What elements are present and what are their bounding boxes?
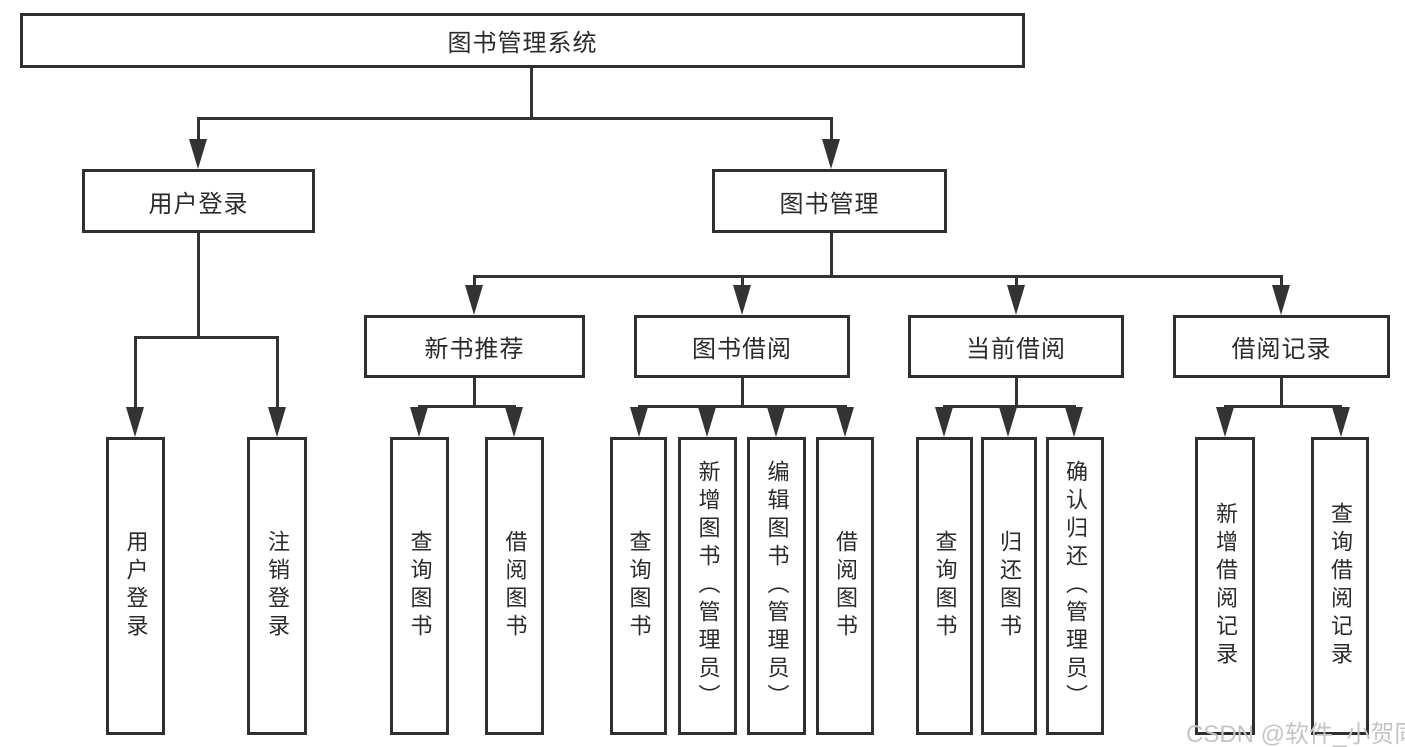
connector-level2-bar — [197, 117, 832, 120]
connector-level3-bar — [473, 275, 1283, 278]
connector-book-mgmt-down — [830, 233, 833, 277]
leaf-return-books: 归还图书 — [981, 437, 1037, 735]
leaf-query-books-current: 查询图书 — [916, 437, 973, 735]
arrow-down-icon — [505, 407, 523, 437]
leaf-add-book-admin: 新增图书（管理员） — [678, 437, 737, 735]
connector-login-bar — [135, 336, 279, 339]
arrow-down-icon — [822, 139, 840, 169]
connector-current-stem — [1015, 275, 1018, 289]
connector-login-down — [197, 233, 200, 338]
node-user-login: 用户登录 — [82, 169, 315, 233]
connector-root-stem — [530, 68, 533, 119]
leaf-query-borrow-record: 查询借阅记录 — [1311, 437, 1369, 735]
node-root: 图书管理系统 — [20, 13, 1025, 68]
node-new-book-recommend: 新书推荐 — [364, 315, 585, 378]
connector-recommend-bar — [418, 405, 516, 408]
arrow-down-icon — [1272, 285, 1290, 315]
connector-records-stem — [1280, 275, 1283, 289]
leaf-user-login: 用户登录 — [106, 437, 165, 735]
arrow-down-icon — [733, 285, 751, 315]
leaf-add-borrow-record: 新增借阅记录 — [1195, 437, 1255, 735]
arrow-down-icon — [698, 407, 716, 437]
connector-recommend-stem — [473, 275, 476, 289]
connector-leaf-stem — [276, 336, 279, 410]
arrow-down-icon — [410, 407, 428, 437]
connector-current-bar — [943, 405, 1076, 408]
arrow-down-icon — [268, 407, 286, 437]
leaf-borrow-books-recommend: 借阅图书 — [485, 437, 544, 735]
connector-leaf-stem — [134, 336, 137, 410]
arrow-down-icon — [465, 285, 483, 315]
node-book-borrow: 图书借阅 — [634, 315, 850, 378]
arrow-down-icon — [836, 407, 854, 437]
arrow-down-icon — [1065, 407, 1083, 437]
arrow-down-icon — [189, 139, 207, 169]
connector-borrow-down — [741, 378, 744, 407]
node-book-management: 图书管理 — [712, 169, 947, 233]
leaf-logout: 注销登录 — [247, 437, 307, 735]
connector-user-login-stem — [197, 117, 200, 142]
arrow-down-icon — [630, 407, 648, 437]
arrow-down-icon — [767, 407, 785, 437]
arrow-down-icon — [1007, 285, 1025, 315]
connector-book-mgmt-stem — [830, 117, 833, 142]
connector-records-bar — [1224, 405, 1342, 408]
arrow-down-icon — [999, 407, 1017, 437]
node-borrow-records: 借阅记录 — [1173, 315, 1390, 378]
node-current-borrow: 当前借阅 — [908, 315, 1124, 378]
watermark-text: CSDN @软件_小贺同学 — [1186, 721, 1405, 747]
connector-borrow-bar — [638, 405, 847, 408]
connector-borrow-stem — [741, 275, 744, 289]
connector-records-down — [1280, 378, 1283, 407]
connector-current-down — [1015, 378, 1018, 407]
arrow-down-icon — [126, 407, 144, 437]
leaf-edit-book-admin: 编辑图书（管理员） — [747, 437, 806, 735]
leaf-confirm-return-admin: 确认归还（管理员） — [1046, 437, 1104, 735]
arrow-down-icon — [935, 407, 953, 437]
leaf-borrow-books: 借阅图书 — [816, 437, 874, 735]
connector-recommend-down — [473, 378, 476, 407]
arrow-down-icon — [1216, 407, 1234, 437]
arrow-down-icon — [1332, 407, 1350, 437]
leaf-query-books-recommend: 查询图书 — [390, 437, 449, 735]
leaf-query-books-borrow: 查询图书 — [610, 437, 667, 735]
